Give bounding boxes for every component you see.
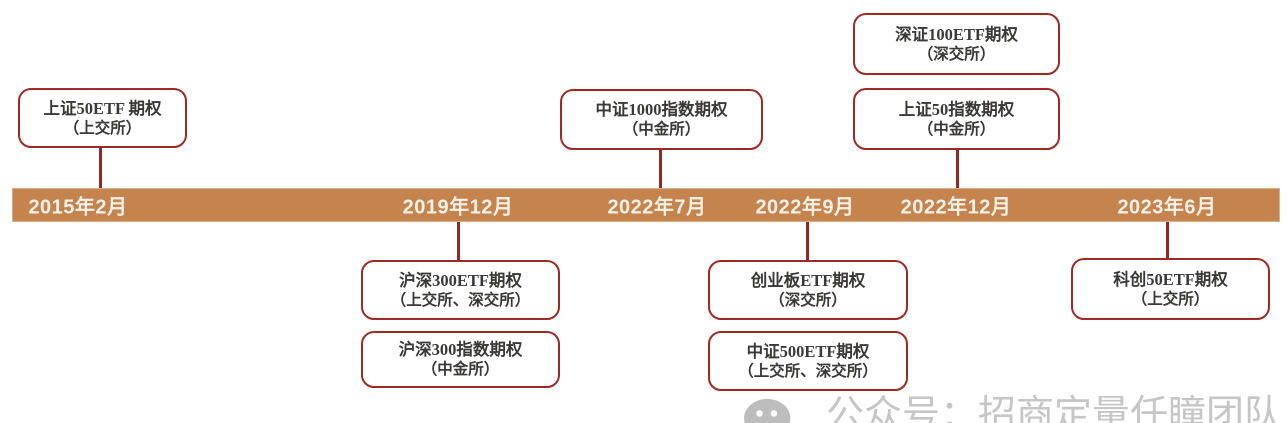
event-exchange: （中金所） [622, 121, 701, 138]
event-title: 上证50ETF 期权 [43, 98, 162, 118]
connector-line [659, 150, 662, 188]
timeline-date-2022-07: 2022年7月 [607, 196, 707, 219]
event-exchange: （中金所） [421, 361, 500, 378]
event-box-hs300-index-option: 沪深300指数期权 （中金所） [361, 331, 560, 388]
event-box-csi-1000-index-option: 中证1000指数期权 （中金所） [560, 89, 763, 150]
event-box-hs300-etf-option: 沪深300ETF期权 （上交所、深交所） [361, 260, 560, 320]
timeline-bar: 2015年2月 2019年12月 2022年7月 2022年9月 2022年12… [12, 188, 1280, 222]
event-exchange: （上交所） [1131, 290, 1210, 308]
timeline-date-2022-12: 2022年12月 [900, 196, 1012, 219]
event-box-star-50etf-option: 科创50ETF期权 （上交所） [1071, 258, 1270, 320]
event-box-sse-50etf-option: 上证50ETF 期权 （上交所） [18, 88, 187, 148]
event-title: 深证100ETF期权 [895, 24, 1018, 44]
event-exchange: （上交所） [63, 119, 142, 137]
connector-line [457, 222, 460, 260]
connector-line [806, 222, 809, 260]
event-box-chinext-etf-option: 创业板ETF期权 （深交所） [708, 260, 908, 320]
timeline-date-2023-06: 2023年6月 [1117, 196, 1217, 219]
event-title: 中证500ETF期权 [746, 341, 870, 361]
event-title: 沪深300指数期权 [398, 340, 523, 359]
event-box-szse-100etf-option: 深证100ETF期权 （深交所） [853, 13, 1060, 75]
event-exchange: （上交所、深交所） [390, 291, 531, 309]
event-exchange: （上交所、深交所） [738, 362, 878, 380]
event-exchange: （深交所） [917, 45, 996, 63]
event-exchange: （中金所） [917, 120, 996, 138]
connector-line [1166, 222, 1169, 258]
timeline-date-2022-09: 2022年9月 [755, 196, 855, 219]
event-title: 沪深300ETF期权 [399, 270, 522, 290]
timeline-date-2015-02: 2015年2月 [28, 196, 128, 219]
event-title: 创业板ETF期权 [750, 270, 866, 290]
timeline-date-2019-12: 2019年12月 [402, 196, 514, 219]
connector-line [99, 148, 102, 188]
event-title: 中证1000指数期权 [595, 100, 728, 119]
wechat-icon [744, 398, 791, 423]
event-title: 科创50ETF期权 [1113, 269, 1228, 289]
event-box-sse-50-index-option: 上证50指数期权 （中金所） [853, 88, 1060, 150]
watermark: 公众号：招商定量任瞳团队 [742, 394, 1282, 423]
event-exchange: （深交所） [769, 291, 847, 309]
event-box-csi-500etf-option: 中证500ETF期权 （上交所、深交所） [708, 331, 908, 391]
event-title: 上证50指数期权 [898, 99, 1015, 119]
connector-line [956, 150, 959, 188]
watermark-text: 公众号：招商定量任瞳团队 [826, 394, 1283, 423]
